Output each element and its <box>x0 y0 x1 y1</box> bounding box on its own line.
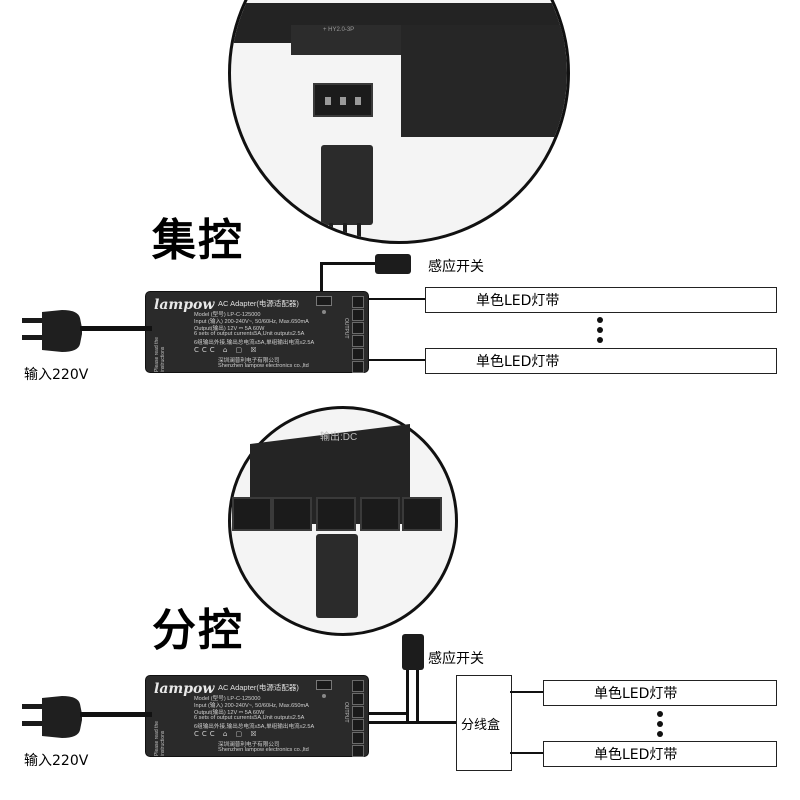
spec-line: Input (输入) 200-240V~, 50/60Hz, Max.650mA <box>194 703 309 709</box>
output-port <box>352 719 364 731</box>
indicator-dot <box>322 310 326 314</box>
ellipsis-dot <box>597 337 603 343</box>
splitter-box: 分线盒 <box>456 675 512 771</box>
maker-cn: 深圳澜普利电子有限公司 <box>218 742 280 748</box>
led-strip: 单色LED灯带 <box>425 287 777 313</box>
output-port <box>352 322 364 334</box>
model-title: AC Adapter(电源适配器) <box>218 299 299 308</box>
connector-wire <box>329 223 333 241</box>
strip-wire <box>510 691 544 693</box>
brand-logo: lampow <box>154 297 215 313</box>
maker-cn: 深圳澜普利电子有限公司 <box>218 358 280 364</box>
led-strip: 单色LED灯带 <box>543 680 777 706</box>
connector-wire <box>343 223 347 241</box>
ellipsis-dot <box>597 327 603 333</box>
spec-line: 6 sets of output current≤5A,Unit output≤… <box>194 331 305 337</box>
spec-line: 6 sets of output current≤5A,Unit output≤… <box>194 715 305 721</box>
output-port <box>352 309 364 321</box>
output-port <box>352 348 364 360</box>
strip-wire <box>368 298 426 300</box>
sensor-wire <box>320 262 378 265</box>
output-port <box>352 693 364 705</box>
sensor-wire <box>416 670 419 722</box>
ellipsis-dot <box>657 711 663 717</box>
controller-housing-closeup <box>401 25 567 137</box>
output-port <box>352 680 364 692</box>
output-port <box>352 745 364 757</box>
output-header-label: 输出:DC <box>320 432 358 443</box>
led-strip: 单色LED灯带 <box>425 348 777 374</box>
connector-label: + HY2.0-3P <box>323 27 355 33</box>
connector-socket <box>316 497 356 531</box>
sensor-port <box>316 680 332 690</box>
connector-wire <box>357 223 361 241</box>
sensor-wire <box>406 670 409 722</box>
connector-socket <box>232 497 272 531</box>
ellipsis-dot <box>597 317 603 323</box>
certification-marks: CCC ⌂ ▢ ☒ <box>194 346 260 354</box>
controller-to-splitter-wire <box>368 721 456 724</box>
output-ports <box>352 296 364 374</box>
splitter-label: 分线盒 <box>461 718 501 733</box>
controller-box: lampow AC Adapter(电源适配器) Model (型号) LP-C… <box>146 292 368 374</box>
spec-line: Model (型号) LP-C-125000 <box>194 312 261 318</box>
sensor-switch <box>375 254 411 274</box>
strip-wire <box>510 752 544 754</box>
output-ports <box>352 680 364 758</box>
spec-line: Model (型号) LP-C-125000 <box>194 696 261 702</box>
side-text: Please read the instructions <box>154 336 166 372</box>
sensor-port <box>316 296 332 306</box>
section-title-distributed: 分控 <box>152 605 244 656</box>
model-title: AC Adapter(电源适配器) <box>218 683 299 692</box>
connector-socket <box>313 83 373 117</box>
output-label: OUTPUT <box>343 318 349 339</box>
led-strip-label: 单色LED灯带 <box>476 354 560 370</box>
sensor-wire <box>320 263 323 293</box>
connector-socket <box>272 497 312 531</box>
output-port <box>352 296 364 308</box>
maker-en: Shenzhen lampow electronics co.,ltd <box>218 363 309 369</box>
connector-plug <box>316 534 358 618</box>
power-plug-icon <box>22 696 152 738</box>
certification-marks: CCC ⌂ ▢ ☒ <box>194 730 260 738</box>
spec-line: Output(输出) 12V ⎓ 5A 60W <box>194 710 265 716</box>
sensor-label: 感应开关 <box>428 651 484 667</box>
section-title-central: 集控 <box>152 215 244 266</box>
zoom-circle-top: + HY2.0-3P <box>228 0 570 244</box>
input-label: 输入220V <box>24 753 89 769</box>
output-port <box>352 706 364 718</box>
brand-logo: lampow <box>154 681 215 697</box>
connector-socket <box>402 497 442 531</box>
maker-en: Shenzhen lampow electronics co.,ltd <box>218 747 309 753</box>
connector-plug <box>321 145 373 225</box>
power-plug-icon <box>22 310 152 352</box>
sensor-switch <box>402 634 424 670</box>
spec-line: Input (输入) 200-240V~, 50/60Hz, Max.650mA <box>194 319 309 325</box>
output-port <box>352 732 364 744</box>
connector-socket <box>360 497 400 531</box>
controller-to-sensor-wire <box>368 712 408 715</box>
output-port <box>352 335 364 347</box>
led-strip-label: 单色LED灯带 <box>594 747 678 763</box>
spec-line: Output(输出) 12V ⎓ 5A 60W <box>194 326 265 332</box>
strip-wire <box>368 359 426 361</box>
ellipsis-dot <box>657 731 663 737</box>
indicator-dot <box>322 694 326 698</box>
ellipsis-dot <box>657 721 663 727</box>
controller-box: lampow AC Adapter(电源适配器) Model (型号) LP-C… <box>146 676 368 758</box>
led-strip-label: 单色LED灯带 <box>594 686 678 702</box>
led-strip: 单色LED灯带 <box>543 741 777 767</box>
side-text: Please read the instructions <box>154 720 166 756</box>
output-port <box>352 361 364 373</box>
led-strip-label: 单色LED灯带 <box>476 293 560 309</box>
spec-line: 6组输出外接,输出总电流≤5A,单组输出电流≤2.5A <box>194 340 315 346</box>
spec-line: 6组输出外接,输出总电流≤5A,单组输出电流≤2.5A <box>194 724 315 730</box>
input-label: 输入220V <box>24 367 89 383</box>
output-label: OUTPUT <box>343 702 349 723</box>
sensor-label: 感应开关 <box>428 259 484 275</box>
